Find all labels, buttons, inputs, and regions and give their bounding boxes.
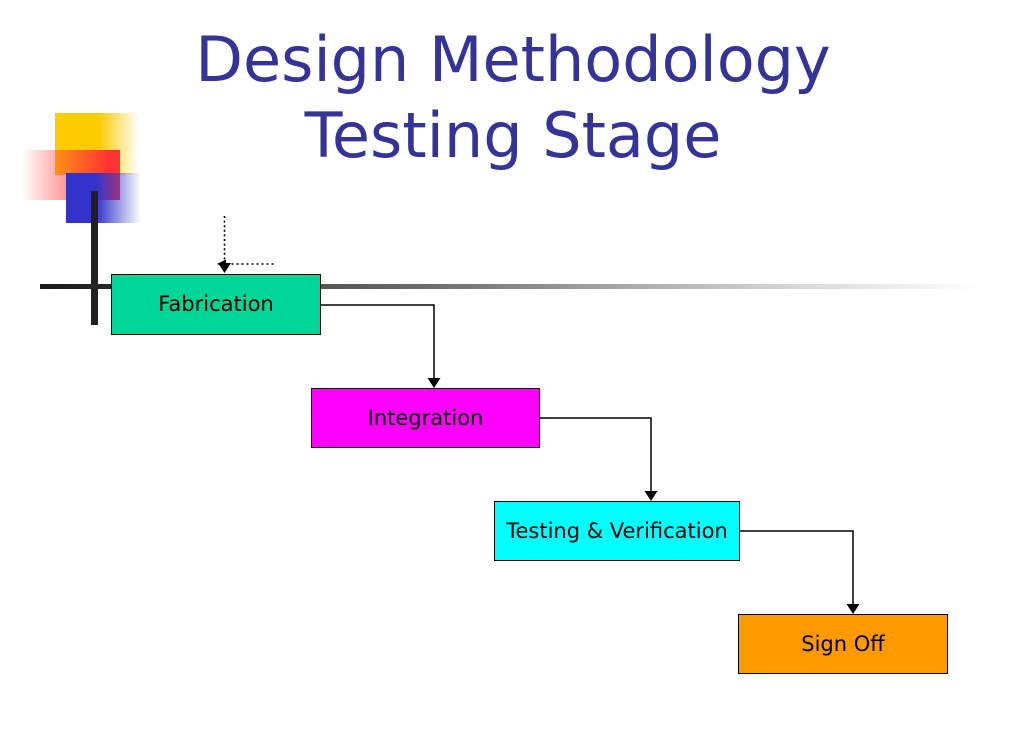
title-line-1: Design Methodology <box>195 23 831 96</box>
flow-node-testing-verification[interactable]: Testing & Verification <box>494 501 740 561</box>
flow-node-sign-off[interactable]: Sign Off <box>738 614 948 674</box>
flow-node-label: Fabrication <box>158 292 274 316</box>
connector-testing-signoff <box>740 530 860 614</box>
flow-node-label: Testing & Verification <box>506 518 728 543</box>
connector-integration-testing <box>540 417 658 501</box>
page-title: Design Methodology Testing Stage <box>60 22 966 173</box>
flow-node-label: Sign Off <box>801 631 885 656</box>
flow-node-label: Integration <box>367 405 484 430</box>
flow-node-integration[interactable]: Integration <box>311 388 540 448</box>
title-line-2: Testing Stage <box>304 98 722 172</box>
flow-node-fabrication[interactable]: Fabrication <box>111 274 321 335</box>
connector-fabrication-integration <box>321 304 441 388</box>
